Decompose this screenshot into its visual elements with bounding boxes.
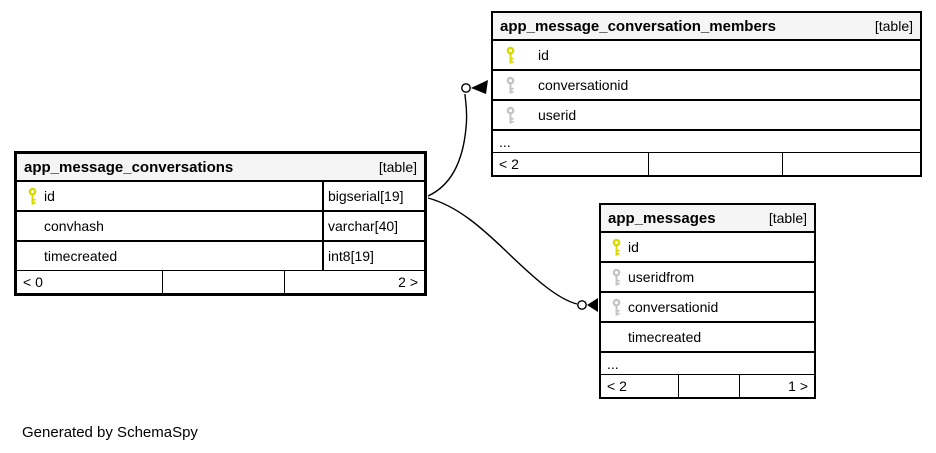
footer-children-count: < 2 [607, 378, 627, 394]
column-row: useridfrom [601, 261, 814, 291]
column-name: conversationid [538, 77, 629, 93]
table-header: app_messages [table] [601, 205, 814, 233]
table-footer: < 0 2 > [17, 270, 424, 293]
foreign-key-icon [493, 71, 538, 99]
column-row: userid [493, 99, 920, 129]
relationship-conversations-to-members [427, 80, 488, 197]
relationship-conversations-to-messages [427, 197, 598, 312]
primary-key-icon [493, 41, 538, 69]
column-type: bigserial[19] [322, 182, 424, 210]
foreign-key-icon [601, 263, 628, 291]
more-columns-ellipsis: ... [493, 129, 920, 152]
relationship-arrowhead [587, 298, 598, 312]
table-header: app_message_conversation_members [table] [493, 13, 920, 41]
column-row: id bigserial[19] [17, 182, 424, 210]
foreign-key-icon [493, 101, 538, 129]
column-row: conversationid [493, 69, 920, 99]
footer-parents-count: 2 > [284, 271, 424, 293]
column-name: convhash [44, 218, 104, 234]
column-name: id [538, 47, 549, 63]
column-name: useridfrom [628, 269, 695, 285]
table-app-messages[interactable]: app_messages [table] id useridfrom [599, 203, 816, 399]
column-row: timecreated [601, 321, 814, 351]
generator-note: Generated by SchemaSpy [22, 424, 198, 441]
foreign-key-icon [601, 293, 628, 321]
no-key-spacer [17, 212, 44, 240]
column-row: conversationid [601, 291, 814, 321]
table-tag: [table] [874, 18, 913, 34]
footer-children-count: < 0 [23, 274, 43, 290]
column-name: conversationid [628, 299, 719, 315]
table-name: app_message_conversation_members [500, 17, 776, 35]
table-tag: [table] [378, 159, 417, 175]
table-name: app_messages [608, 209, 716, 227]
table-footer: < 2 [493, 152, 920, 175]
footer-parents-count: 1 > [739, 375, 814, 397]
table-app-message-conversation-members[interactable]: app_message_conversation_members [table]… [491, 11, 922, 177]
no-key-spacer [17, 242, 44, 270]
primary-key-icon [17, 182, 44, 210]
footer-parents-count [782, 153, 920, 175]
footer-middle-cell [162, 271, 284, 293]
column-name: userid [538, 107, 577, 123]
primary-key-icon [601, 233, 628, 261]
column-name: timecreated [628, 329, 702, 345]
zero-cardinality-circle [461, 83, 471, 93]
no-key-spacer [601, 323, 628, 351]
column-name: timecreated [44, 248, 118, 264]
column-row: timecreated int8[19] [17, 240, 424, 270]
column-name: id [628, 239, 639, 255]
more-columns-ellipsis: ... [601, 351, 814, 374]
column-row: id [493, 41, 920, 69]
table-name: app_message_conversations [24, 158, 234, 176]
footer-middle-cell [678, 375, 739, 397]
column-type: varchar[40] [322, 212, 424, 240]
relationship-arrowhead [471, 80, 488, 94]
table-app-message-conversations[interactable]: app_message_conversations [table] id big… [14, 151, 427, 296]
footer-children-count: < 2 [499, 156, 519, 172]
column-name: id [44, 188, 55, 204]
column-row: id [601, 233, 814, 261]
table-footer: < 2 1 > [601, 374, 814, 397]
column-row: convhash varchar[40] [17, 210, 424, 240]
zero-cardinality-circle [577, 300, 587, 310]
table-tag: [table] [768, 210, 807, 226]
table-header: app_message_conversations [table] [17, 154, 424, 182]
column-type: int8[19] [322, 242, 424, 270]
footer-middle-cell [648, 153, 782, 175]
